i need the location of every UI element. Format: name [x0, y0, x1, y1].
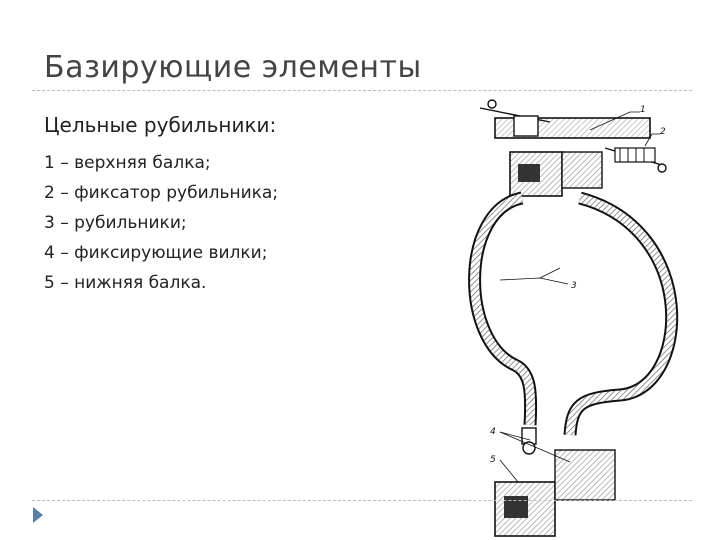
title-divider: [32, 90, 692, 91]
fixture-drawing: 1 2 3 4 5: [468, 99, 679, 537]
legend-item-1: 1 – верхняя балка;: [44, 153, 211, 173]
subtitle: Цельные рубильники:: [44, 113, 277, 137]
callout-3: 3: [571, 281, 577, 291]
legend-item-2: 2 – фиксатор рубильника;: [44, 183, 279, 203]
top-bar-part: [479, 99, 667, 173]
callout-1: 1: [640, 105, 646, 115]
ring-jaws-part: [468, 191, 679, 436]
callout-5: 5: [490, 455, 496, 465]
legend-item-3: 3 – рубильники;: [44, 213, 187, 233]
footer-divider: [32, 500, 692, 501]
callout-2: 2: [660, 127, 666, 137]
legend-list: 1 – верхняя балка; 2 – фиксатор рубильни…: [44, 148, 278, 298]
callout-4: 4: [490, 427, 496, 437]
slide-title: Базирующие элементы: [44, 50, 422, 85]
legend-item-4: 4 – фиксирующие вилки;: [44, 243, 268, 263]
upper-block-part: [509, 151, 603, 197]
legend-item-5: 5 – нижняя балка.: [44, 273, 207, 293]
play-triangle-icon[interactable]: [33, 507, 43, 523]
lower-beam-part: [494, 449, 616, 537]
leader-lines: [499, 111, 660, 483]
